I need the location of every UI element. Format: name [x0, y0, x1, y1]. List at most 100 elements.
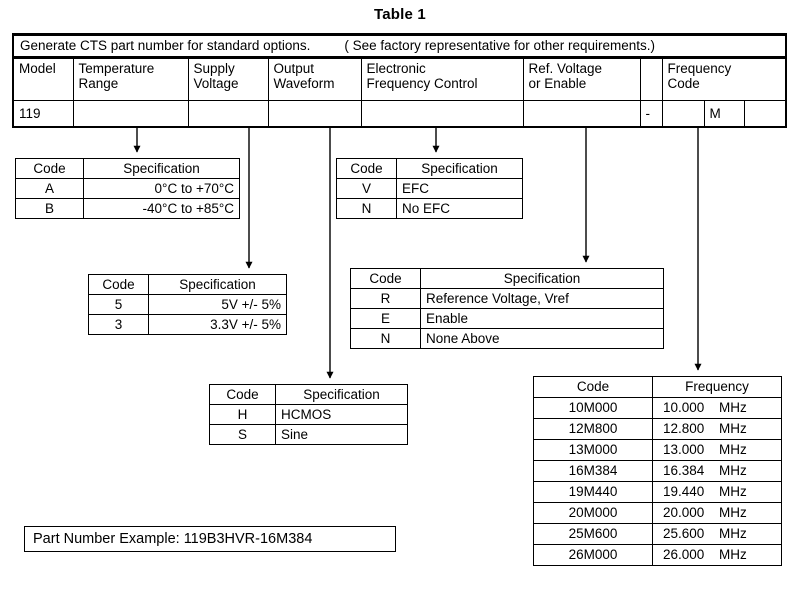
value-supply-voltage[interactable] — [187, 100, 269, 128]
cell-code: 3 — [88, 314, 149, 335]
cell-frequency: 20.000 MHz — [652, 502, 782, 524]
table-row[interactable]: 5 5V +/- 5% — [88, 294, 287, 315]
column-header-specification: Specification — [396, 158, 523, 179]
value-frequency-mhz-marker: M — [703, 100, 745, 128]
table-row[interactable]: H HCMOS — [209, 404, 408, 425]
table-row[interactable]: B -40°C to +85°C — [15, 198, 240, 219]
page-title: Table 1 — [374, 6, 426, 23]
column-header-specification: Specification — [275, 384, 408, 405]
value-ref-voltage[interactable] — [522, 100, 641, 128]
cell-code: H — [209, 404, 276, 425]
cell-specification: Enable — [420, 308, 664, 329]
cell-code: 20M000 — [533, 502, 653, 524]
frequency-value: 16.384 — [663, 463, 705, 479]
cell-code: 19M440 — [533, 481, 653, 503]
table-header-row: Code Specification — [15, 158, 240, 179]
header-model: Model — [12, 57, 74, 101]
column-header-specification: Specification — [83, 158, 240, 179]
value-dash-separator: - — [639, 100, 663, 128]
cell-frequency: 19.440 MHz — [652, 481, 782, 503]
instruction-text-right: ( See factory representative for other r… — [344, 38, 656, 54]
cell-code: 10M000 — [533, 397, 653, 419]
header-spacer-dash — [639, 57, 663, 101]
cell-code: R — [350, 288, 421, 309]
table-row[interactable]: 26M000 26.000 MHz — [533, 544, 782, 566]
part-number-example-box: Part Number Example: 119B3HVR-16M384 — [24, 526, 396, 552]
value-frequency-code-digits[interactable] — [661, 100, 705, 128]
cell-code: B — [15, 198, 84, 219]
frequency-value: 26.000 — [663, 547, 705, 563]
table-row[interactable]: N None Above — [350, 328, 664, 349]
table-row[interactable]: R Reference Voltage, Vref — [350, 288, 664, 309]
value-model[interactable]: 119 — [12, 100, 74, 128]
cell-code: E — [350, 308, 421, 329]
value-electronic-frequency-control[interactable] — [360, 100, 524, 128]
frequency-unit: MHz — [719, 463, 747, 479]
cell-code: 5 — [88, 294, 149, 315]
cell-frequency: 12.800 MHz — [652, 418, 782, 440]
cell-specification: No EFC — [396, 198, 523, 219]
table-row[interactable]: E Enable — [350, 308, 664, 329]
ref-voltage-or-enable-options-table: Code Specification R Reference Voltage, … — [350, 268, 664, 349]
cell-code: S — [209, 424, 276, 445]
value-frequency-code-decimals[interactable] — [743, 100, 787, 128]
table-row[interactable]: 10M000 10.000 MHz — [533, 397, 782, 419]
column-header-code: Code — [336, 158, 397, 179]
frequency-value: 20.000 — [663, 505, 705, 521]
column-header-specification: Specification — [148, 274, 287, 295]
column-header-code: Code — [88, 274, 149, 295]
table-row[interactable]: A 0°C to +70°C — [15, 178, 240, 199]
cell-specification: EFC — [396, 178, 523, 199]
frequency-unit: MHz — [719, 484, 747, 500]
cell-frequency: 26.000 MHz — [652, 544, 782, 566]
instruction-banner: Generate CTS part number for standard op… — [12, 33, 787, 59]
column-header-code: Code — [533, 376, 653, 398]
column-header-code: Code — [350, 268, 421, 289]
frequency-value: 19.440 — [663, 484, 705, 500]
frequency-value: 10.000 — [663, 400, 705, 416]
cell-specification: 0°C to +70°C — [83, 178, 240, 199]
cell-frequency: 16.384 MHz — [652, 460, 782, 482]
supply-voltage-options-table: Code Specification 5 5V +/- 5% 3 3.3V +/… — [88, 274, 287, 335]
column-header-code: Code — [15, 158, 84, 179]
instruction-banner-row: Generate CTS part number for standard op… — [12, 33, 787, 59]
table-row[interactable]: 20M000 20.000 MHz — [533, 502, 782, 524]
cell-specification: None Above — [420, 328, 664, 349]
frequency-unit: MHz — [719, 547, 747, 563]
column-header-code: Code — [209, 384, 276, 405]
frequency-unit: MHz — [719, 400, 747, 416]
frequency-value: 12.800 — [663, 421, 705, 437]
value-temperature[interactable] — [72, 100, 189, 128]
cell-specification: HCMOS — [275, 404, 408, 425]
cell-specification: Reference Voltage, Vref — [420, 288, 664, 309]
table-header-row: Code Specification — [209, 384, 408, 405]
header-electronic-frequency-control: Electronic Frequency Control — [360, 57, 524, 101]
table-row[interactable]: V EFC — [336, 178, 523, 199]
table-row[interactable]: S Sine — [209, 424, 408, 445]
table-header-row: Code Frequency — [533, 376, 782, 398]
table-header-row: Code Specification — [336, 158, 523, 179]
table-row[interactable]: 19M440 19.440 MHz — [533, 481, 782, 503]
table-row[interactable]: 3 3.3V +/- 5% — [88, 314, 287, 335]
instruction-text-left: Generate CTS part number for standard op… — [20, 38, 311, 54]
frequency-unit: MHz — [719, 505, 747, 521]
header-output-waveform: Output Waveform — [267, 57, 362, 101]
output-waveform-options-table: Code Specification H HCMOS S Sine — [209, 384, 408, 445]
column-header-row: Model Temperature Range Supply Voltage O… — [12, 57, 787, 101]
value-output-waveform[interactable] — [267, 100, 362, 128]
table-header-row: Code Specification — [88, 274, 287, 295]
frequency-value: 25.600 — [663, 526, 705, 542]
table-header-row: Code Specification — [350, 268, 664, 289]
frequency-value: 13.000 — [663, 442, 705, 458]
cell-code: 13M000 — [533, 439, 653, 461]
part-number-example-text: Part Number Example: 119B3HVR-16M384 — [33, 531, 313, 547]
frequency-unit: MHz — [719, 421, 747, 437]
table-row[interactable]: N No EFC — [336, 198, 523, 219]
cell-code: 26M000 — [533, 544, 653, 566]
cell-specification: -40°C to +85°C — [83, 198, 240, 219]
